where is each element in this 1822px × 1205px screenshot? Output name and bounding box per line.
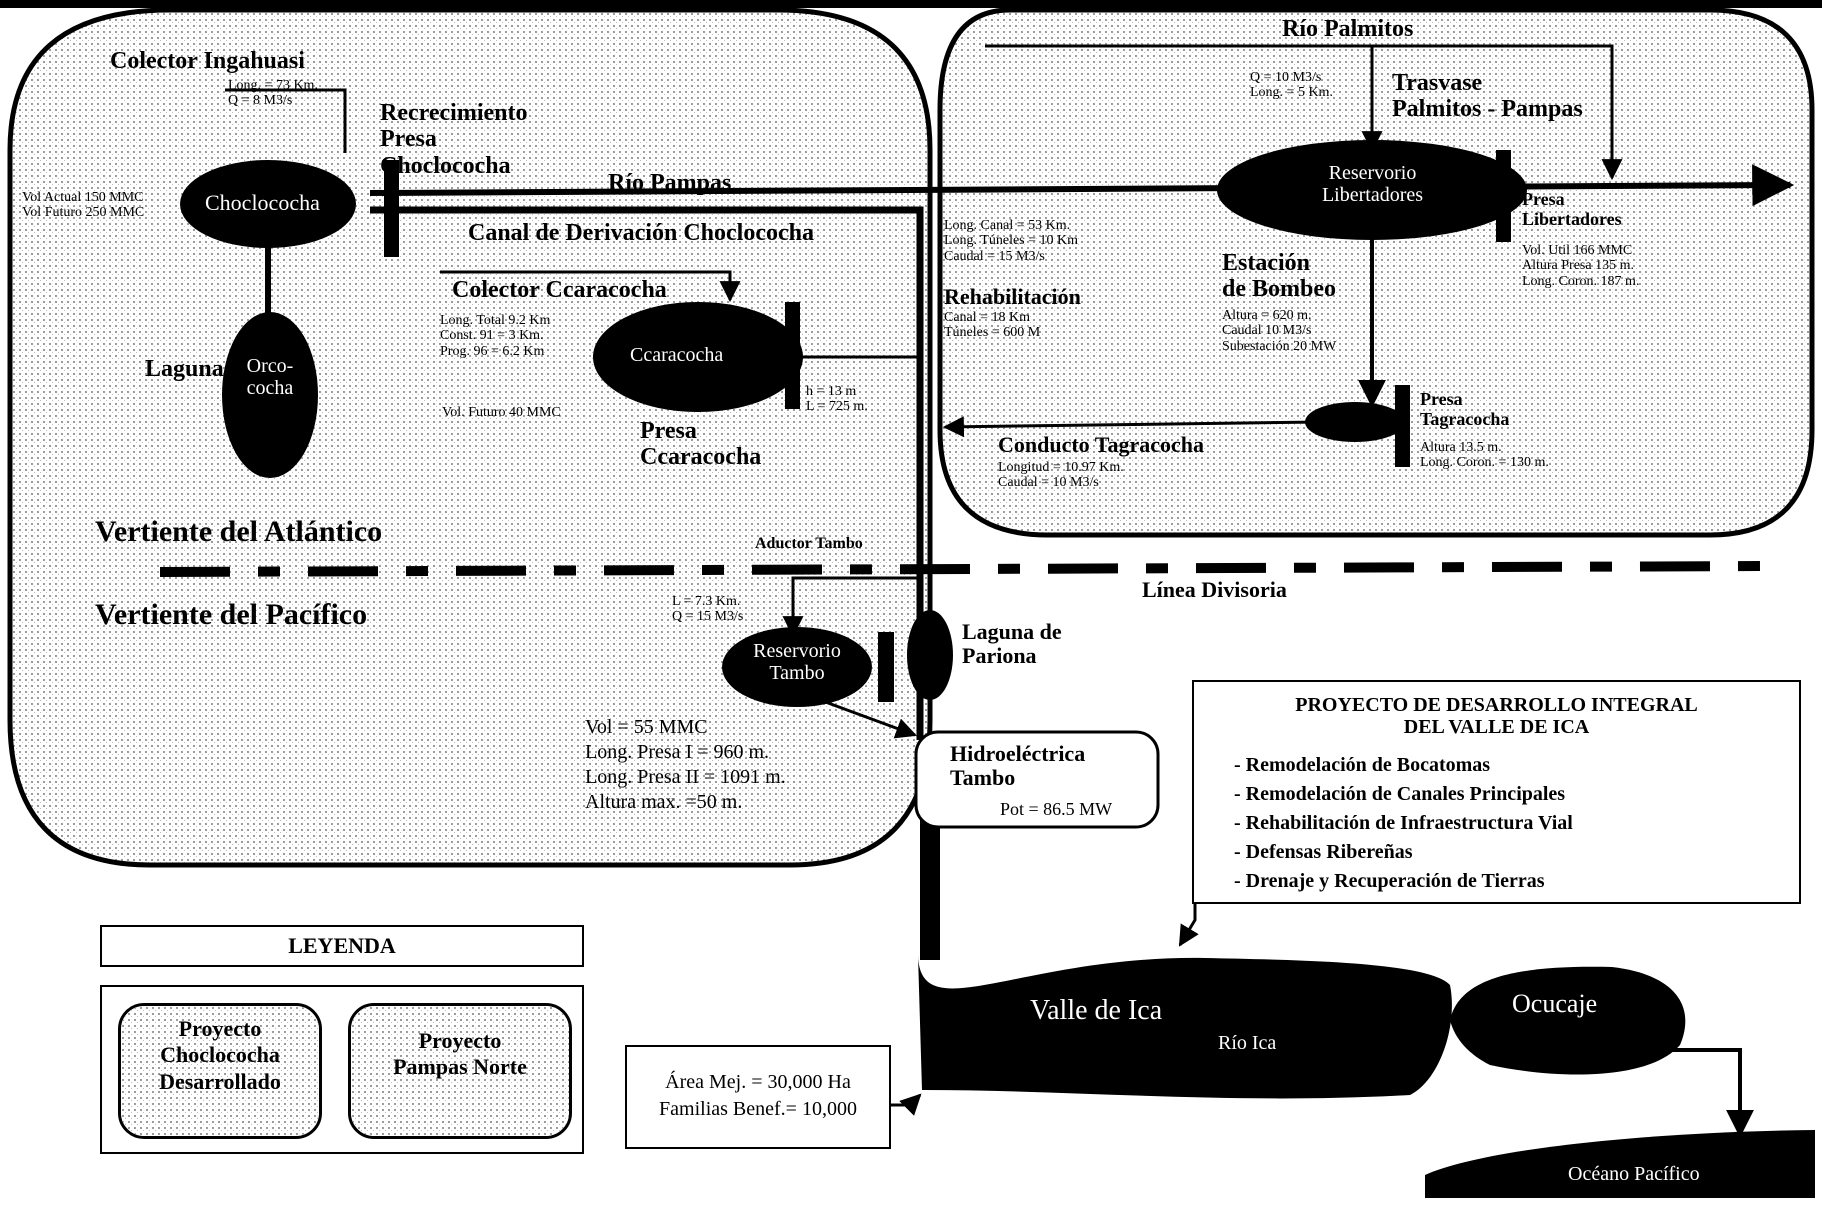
label-presa-tagracocha-data: Altura 13.5 m. Long. Coron. = 130 m. <box>1420 440 1549 471</box>
label-orcococha-prefix: Laguna <box>145 356 224 382</box>
leyenda-swatch-pampas: Proyecto Pampas Norte <box>348 1003 572 1139</box>
leyenda-title-box: LEYENDA <box>100 925 584 967</box>
aductor-line <box>782 576 920 638</box>
label-estacion-data: Altura = 620 m. Caudal 10 M3/s Subestaci… <box>1222 308 1337 354</box>
tagracocha-lake <box>1305 402 1405 442</box>
tambo-hidro-line <box>819 698 917 739</box>
leyenda-box: Proyecto Choclococha Desarrollado Proyec… <box>100 985 584 1154</box>
label-conducto-data: Longitud = 10.97 Km. Caudal = 10 M3/s <box>998 460 1124 491</box>
proyecto-item: - Drenaje y Recuperación de Tierras <box>1234 870 1545 892</box>
ocucaje-ocean-line <box>1640 1048 1754 1138</box>
label-ocucaje: Ocucaje <box>1512 989 1598 1018</box>
label-area: Área Mej. = 30,000 Ha Familias Benef.= 1… <box>659 1071 857 1120</box>
proyecto-item: - Rehabilitación de Infraestructura Vial <box>1234 812 1573 834</box>
label-presa-tagracocha: Presa Tagracocha <box>1420 389 1510 429</box>
ccaracocha-colector-line <box>440 270 741 303</box>
label-trasvase: Trasvase Palmitos - Pampas <box>1392 70 1583 123</box>
leyenda-item-pampas: Proyecto Pampas Norte <box>393 1028 527 1080</box>
ccaracocha-lake <box>593 302 803 412</box>
label-linea-divisoria: Línea Divisoria <box>1142 577 1287 602</box>
choclococha-lake <box>180 160 356 248</box>
label-ccaracocha: Ccaracocha <box>630 344 724 366</box>
label-recrecimiento: Recrecimiento Presa Choclococha <box>380 100 528 179</box>
leyenda-title: LEYENDA <box>288 933 396 958</box>
pariona-lake <box>907 610 953 700</box>
label-canal-data: Long. Canal = 53 Km. Long. Túneles = 10 … <box>944 218 1079 264</box>
label-presa-ccaracocha-data: h = 13 m L = 725 m. <box>806 384 868 415</box>
proyecto-item: - Remodelación de Canales Principales <box>1234 783 1566 805</box>
hidro-frame <box>914 730 1160 829</box>
label-canal-derivacion: Canal de Derivación Choclococha <box>468 220 814 246</box>
conducto-line <box>942 416 1321 438</box>
rio-pampas-line <box>369 164 1795 207</box>
label-choclococha: Choclococha <box>205 190 320 215</box>
label-presa-ccaracocha: Presa Ccaracocha <box>640 418 762 471</box>
label-oceano: Océano Pacífico <box>1568 1163 1700 1185</box>
dam-tambo <box>878 632 894 702</box>
label-colector-ccaracocha: Colector Ccaracocha <box>452 277 667 303</box>
label-tambo: Reservorio Tambo <box>753 640 841 684</box>
ingahuasi-line <box>225 88 347 153</box>
label-libertadores: Reservorio Libertadores <box>1321 162 1424 206</box>
canal-derivacion-line <box>370 206 924 740</box>
label-ccaracocha-data: Long. Total 9.2 Km Const. 91 = 3 Km. Pro… <box>440 313 551 359</box>
proyecto-item: - Remodelación de Bocatomas <box>1234 754 1491 776</box>
palmitos-line <box>985 44 1623 181</box>
label-ingahuasi-data: Long. = 73 Km. Q = 8 M3/s <box>228 78 318 109</box>
label-presa-libertadores: Presa Libertadores <box>1522 189 1622 229</box>
label-vol-ccaracocha: Vol. Futuro 40 MMC <box>442 405 561 420</box>
oceano-shape <box>1425 1130 1815 1198</box>
label-presa-libertadores-data: Vol. Util 166 MMC Altura Presa 135 m. Lo… <box>1522 243 1640 289</box>
tambo-lake <box>722 627 872 707</box>
label-hidro: Hidroeléctrica Tambo <box>950 741 1086 791</box>
dam-ccaracocha <box>785 302 800 409</box>
proyecto-box: PROYECTO DE DESARROLLO INTEGRAL DEL VALL… <box>1192 680 1801 904</box>
proyecto-title: PROYECTO DE DESARROLLO INTEGRAL DEL VALL… <box>1295 694 1698 738</box>
region-pampas-norte <box>937 7 1815 538</box>
label-vertiente-atlantico: Vertiente del Atlántico <box>95 515 383 548</box>
label-hidro-data: Pot = 86.5 MW <box>1000 799 1113 819</box>
label-colector-ingahuasi: Colector Ingahuasi <box>110 48 305 74</box>
leyenda-swatch-choclococha: Proyecto Choclococha Desarrollado <box>118 1003 322 1139</box>
label-pariona: Laguna de Pariona <box>962 619 1062 669</box>
label-vol-choclococha: Vol Actual 150 MMC Vol Futuro 250 MMC <box>22 190 145 221</box>
area-arrow-line <box>890 1093 922 1116</box>
label-conducto: Conducto Tagracocha <box>998 432 1204 457</box>
proyecto-item: - Defensas Ribereñas <box>1234 841 1413 863</box>
label-rio-palmitos: Río Palmitos <box>1282 16 1414 42</box>
label-rio-ica: Río Ica <box>1218 1032 1277 1054</box>
label-orcococha: Orco- cocha <box>246 355 294 399</box>
orcococha-lake <box>222 312 318 478</box>
label-estacion: Estación de Bombeo <box>1222 250 1336 303</box>
label-palmitos-data: Q = 10 M3/s Long. = 5 Km. <box>1250 70 1333 101</box>
label-aductor: Aductor Tambo <box>755 535 863 552</box>
libertadores-lake <box>1217 140 1527 240</box>
valle-de-ica-shape <box>918 955 1452 1099</box>
linea-divisoria-line <box>159 561 1771 577</box>
label-rio-pampas: Río Pampas <box>608 170 732 196</box>
area-box: Área Mej. = 30,000 Ha Familias Benef.= 1… <box>625 1045 891 1149</box>
label-valle: Valle de Ica <box>1030 995 1163 1026</box>
ocucaje-shape <box>1450 966 1686 1075</box>
dam-tagracocha <box>1395 385 1410 467</box>
proyecto-arrow-line <box>1178 900 1199 947</box>
label-rehab-data: Canal = 18 Km Túneles = 600 M <box>944 310 1041 341</box>
label-aductor-data: L = 7.3 Km. Q = 15 M3/s <box>672 594 744 625</box>
label-vertiente-pacifico: Vertiente del Pacífico <box>95 598 368 631</box>
dam-libertadores <box>1496 150 1511 242</box>
label-tambo-data: Vol = 55 MMC Long. Presa I = 960 m. Long… <box>585 716 786 813</box>
label-rehab-title: Rehabilitación <box>944 284 1081 309</box>
leyenda-item-choclococha: Proyecto Choclococha Desarrollado <box>159 1016 281 1094</box>
dam-choclococha <box>384 160 399 257</box>
